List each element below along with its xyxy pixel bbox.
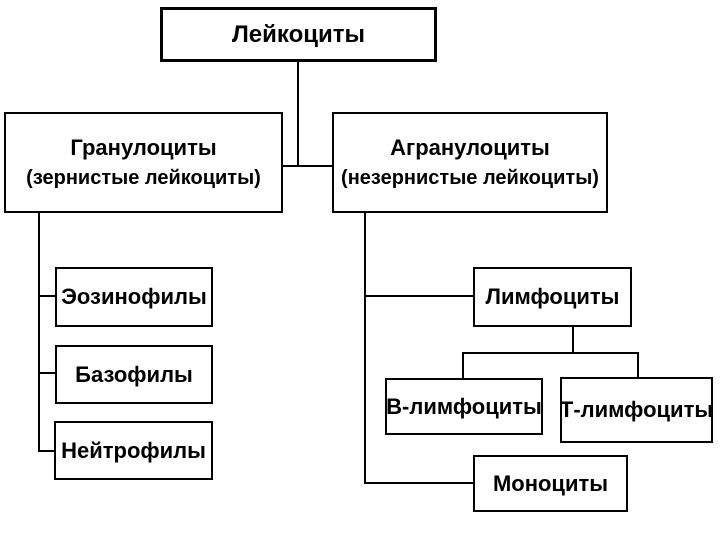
node-agranulocytes-sublabel: (незернистые лейкоциты) xyxy=(341,166,599,189)
connector-drop-b-lymphocytes xyxy=(462,352,464,378)
node-basophils-label: Базофилы xyxy=(75,361,193,387)
node-lymphocytes: Лимфоциты xyxy=(473,267,632,327)
node-neutrophils-label: Нейтрофилы xyxy=(61,437,206,463)
node-basophils: Базофилы xyxy=(55,345,213,404)
node-granulocytes-sublabel: (зернистые лейкоциты) xyxy=(26,166,261,189)
connector-stub-neutrophils xyxy=(38,450,54,452)
node-t-lymphocytes-label: Т-лимфоциты xyxy=(559,397,714,422)
node-leukocytes-label: Лейкоциты xyxy=(231,20,366,48)
connector-lymphocytes-bar xyxy=(462,352,639,354)
node-lymphocytes-label: Лимфоциты xyxy=(485,284,620,309)
connector-stub-eosinophils xyxy=(38,295,55,297)
node-agranulocytes: Агранулоциты (незернистые лейкоциты) xyxy=(332,112,608,213)
connector-drop-t-lymphocytes xyxy=(637,352,639,378)
node-monocytes: Моноциты xyxy=(473,455,628,512)
node-eosinophils: Эозинофилы xyxy=(55,267,213,327)
connector-stub-monocytes xyxy=(364,482,473,484)
connector-root-drop xyxy=(297,62,299,167)
node-neutrophils: Нейтрофилы xyxy=(54,421,213,480)
connector-lymphocytes-drop xyxy=(572,327,574,354)
node-granulocytes: Гранулоциты (зернистые лейкоциты) xyxy=(4,112,283,213)
node-t-lymphocytes: Т-лимфоциты xyxy=(560,377,713,443)
connector-stub-lymphocytes xyxy=(364,295,473,297)
node-b-lymphocytes-label: В-лимфоциты xyxy=(386,393,542,419)
connector-granulocytes-spine xyxy=(38,213,40,452)
node-eosinophils-label: Эозинофилы xyxy=(61,284,207,309)
node-leukocytes: Лейкоциты xyxy=(160,7,437,62)
node-agranulocytes-label: Агранулоциты xyxy=(390,134,550,160)
node-b-lymphocytes: В-лимфоциты xyxy=(385,378,543,435)
connector-root-bridge xyxy=(283,165,333,167)
node-monocytes-label: Моноциты xyxy=(492,470,609,496)
connector-stub-basophils xyxy=(38,372,55,374)
node-granulocytes-label: Гранулоциты xyxy=(70,134,217,160)
connector-agranulocytes-spine xyxy=(364,213,366,484)
